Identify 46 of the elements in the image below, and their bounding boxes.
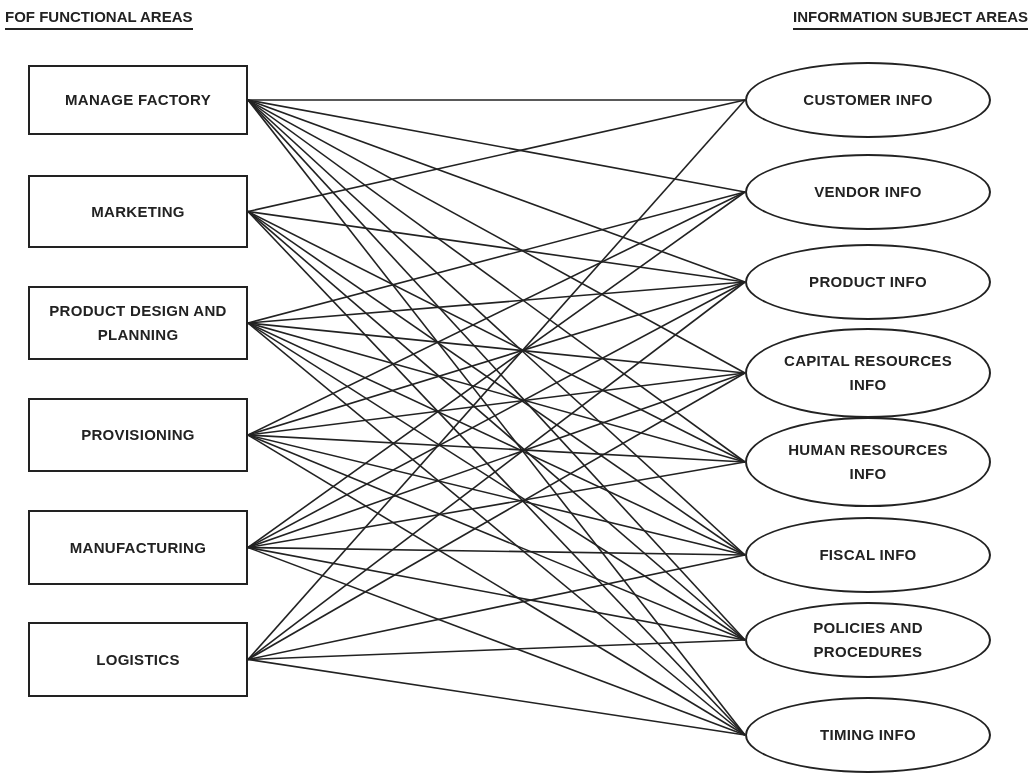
subject-ellipse [745,62,991,138]
subject-ellipse [745,697,991,773]
connector-line [247,546,746,736]
node-label: PRODUCT DESIGN AND PLANNING [48,301,228,345]
column-heading: FOF FUNCTIONAL AREAS [5,8,193,30]
connector-line [247,461,746,549]
function-box [28,175,248,248]
subject-ellipse [745,417,991,507]
connector-line [247,281,746,661]
node-label: CAPITAL RESOURCES INFO [783,351,953,395]
node-label: MARKETING [90,201,186,222]
connector-line [247,99,746,556]
connector-line [247,191,746,436]
function-box [28,398,248,472]
node-label: TIMING INFO [819,725,917,745]
node-label: MANAGE FACTORY [64,90,212,110]
subject-ellipse [745,154,991,230]
subject-ellipse [745,602,991,678]
function-box [28,510,248,585]
connector-line [247,210,746,736]
function-box [28,622,248,697]
function-box [28,286,248,360]
connector-line [247,210,746,463]
connector-line [247,372,746,661]
node-label: FISCAL INFO [818,545,918,565]
node-label: LOGISTICS [95,649,181,670]
subject-ellipse [745,328,991,418]
node-label: VENDOR INFO [813,182,923,202]
column-heading: INFORMATION SUBJECT AREAS [793,8,1028,30]
connector-line [247,99,746,213]
connector-line [247,322,746,556]
node-label: CUSTOMER INFO [802,90,934,110]
connector-line [247,554,746,661]
connector-line [247,281,746,549]
connector-line [247,99,746,193]
node-label: PROVISIONING [80,425,196,445]
node-label: POLICIES AND PROCEDURES [812,618,924,662]
function-box [28,65,248,135]
node-label: HUMAN RESOURCES INFO [787,440,949,484]
connector-line [247,99,746,101]
node-label: MANUFACTURING [68,537,208,558]
connector-line [247,434,746,736]
subject-ellipse [745,244,991,320]
connector-line [247,658,746,736]
node-label: PRODUCT INFO [808,272,928,292]
subject-ellipse [745,517,991,593]
